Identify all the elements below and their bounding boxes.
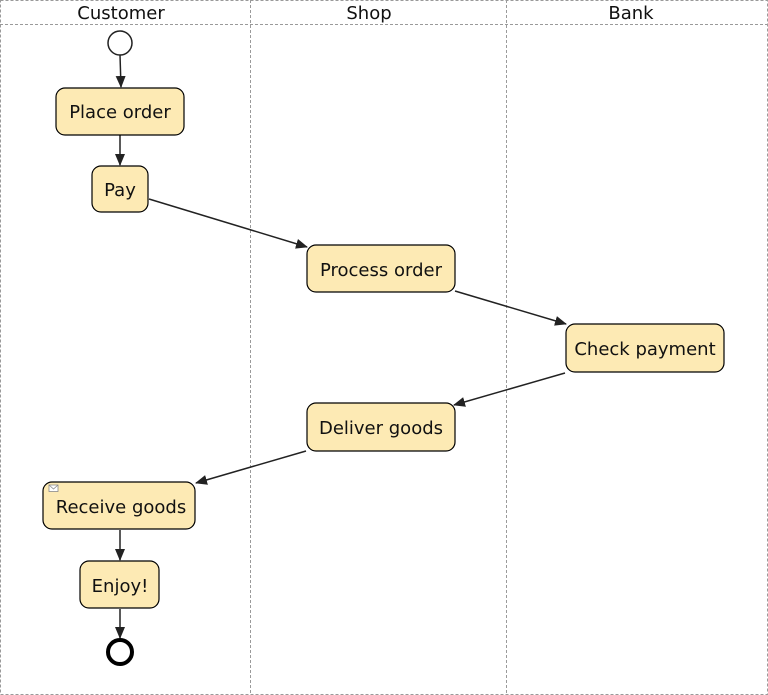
flow-check-payment-to-deliver-goods bbox=[453, 372, 566, 407]
task-label: Process order bbox=[320, 260, 443, 281]
sequence-flows bbox=[115, 54, 567, 639]
lane-title-customer: Customer bbox=[77, 3, 165, 24]
task-label: Check payment bbox=[574, 339, 715, 360]
task-enjoy[interactable]: Enjoy! bbox=[79, 560, 160, 609]
task-deliver-goods[interactable]: Deliver goods bbox=[306, 402, 456, 452]
flow-process-order-to-check-payment bbox=[454, 290, 567, 326]
task-label: Pay bbox=[104, 180, 136, 201]
task-label: Enjoy! bbox=[92, 576, 149, 597]
task-process-order[interactable]: Process order bbox=[306, 244, 456, 293]
start-event[interactable] bbox=[107, 30, 133, 56]
task-label: Place order bbox=[69, 102, 171, 123]
flow-deliver-goods-to-receive-goods bbox=[195, 450, 307, 485]
lane-title-bank: Bank bbox=[608, 3, 654, 24]
flow-pay-to-process-order bbox=[148, 198, 308, 249]
task-label: Deliver goods bbox=[319, 418, 443, 439]
lane-title-shop: Shop bbox=[346, 3, 391, 24]
task-place-order[interactable]: Place order bbox=[55, 87, 185, 136]
task-receive-goods[interactable]: Receive goods bbox=[42, 481, 196, 530]
task-pay[interactable]: Pay bbox=[91, 165, 149, 213]
envelope-icon bbox=[48, 484, 59, 492]
task-label: Receive goods bbox=[56, 497, 186, 518]
end-event[interactable] bbox=[106, 638, 134, 666]
task-check-payment[interactable]: Check payment bbox=[565, 323, 725, 373]
flow-start-to-place-order bbox=[115, 54, 126, 88]
